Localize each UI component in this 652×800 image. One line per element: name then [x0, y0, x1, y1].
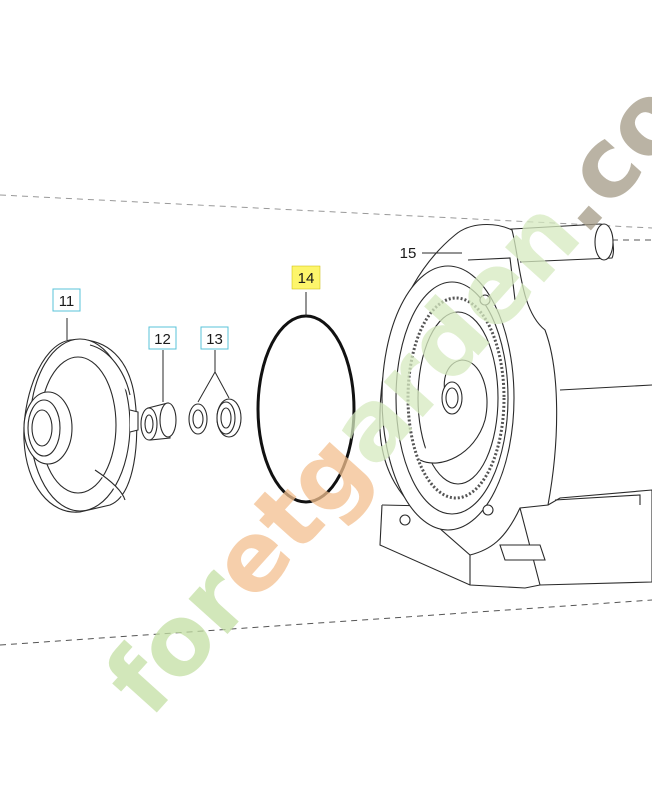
callout-13: 13 [200, 326, 229, 350]
callout-14-box [291, 265, 321, 290]
callout-11-box [52, 288, 81, 312]
pump-housing-part-15 [379, 223, 652, 589]
callout-12-box [148, 326, 177, 350]
callout-13-box [200, 326, 229, 350]
site-watermark: foretgarden.com [84, 0, 652, 735]
callout-14: 14 [291, 265, 321, 290]
seal-set-part-13 [188, 398, 242, 438]
callout-13-label: 13 [206, 331, 223, 348]
callout-11: 11 [52, 288, 81, 312]
callout-12: 12 [148, 326, 177, 350]
bushing-part-12 [140, 402, 177, 441]
watermark-text: foretgarden.com [84, 0, 652, 735]
callout-15-label: 15 [400, 245, 417, 262]
reference-lines [0, 194, 652, 646]
callout-12-label: 12 [154, 331, 171, 348]
leader-lines [66, 252, 462, 403]
impeller-part-11 [23, 338, 139, 513]
callout-11-label: 11 [59, 293, 75, 310]
callout-15: 15 [400, 245, 417, 262]
callout-14-label: 14 [298, 270, 315, 287]
